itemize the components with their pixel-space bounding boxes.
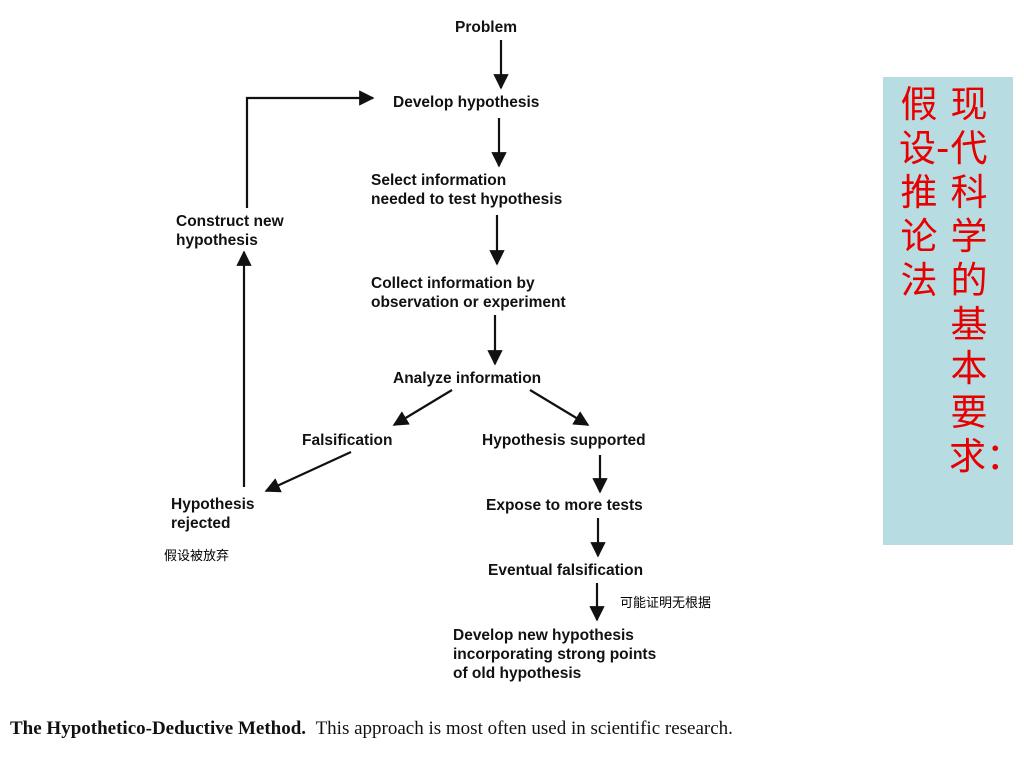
caption-bold: The Hypothetico-Deductive Method. [10,718,307,739]
sidebar-panel: 现代科学的基本要求： 假设-推论法 [883,77,1023,545]
node-collect-information: Collect information by observation or ex… [371,275,566,311]
node-develop-new-hypothesis: Develop new hypothesis incorporating str… [453,627,657,682]
node-select-information: Select information needed to test hypoth… [371,172,563,208]
sidebar-line-1: 现代科学的基本要求： [949,83,1023,478]
arrow-analyze-falsification [392,389,453,426]
caption-rest: This approach is most often used in scie… [315,718,733,739]
node-eventual-falsification: Eventual falsification [488,562,644,579]
node-develop-hypothesis: Develop hypothesis [393,94,540,111]
node-falsification: Falsification [302,432,393,449]
note-eventual-cn: 可能证明无根据 [620,596,712,611]
note-rejected-cn: 假设被放弃 [164,549,230,564]
node-construct-new-hypothesis: Construct new hypothesis [176,213,284,249]
figure-caption: The Hypothetico-Deductive Method. This a… [10,718,870,739]
arrow-construct-develop [245,90,375,208]
node-analyze-information: Analyze information [393,370,542,387]
node-expose-more-tests: Expose to more tests [486,497,643,514]
arrow-falsification-rejected [264,451,352,493]
node-problem: Problem [455,19,518,36]
sidebar-line-2: 假设-推论法 [899,83,950,302]
node-hypothesis-rejected: Hypothesis rejected [171,496,255,532]
arrow-analyze-supported [529,389,590,426]
node-hypothesis-supported: Hypothesis supported [482,432,646,449]
